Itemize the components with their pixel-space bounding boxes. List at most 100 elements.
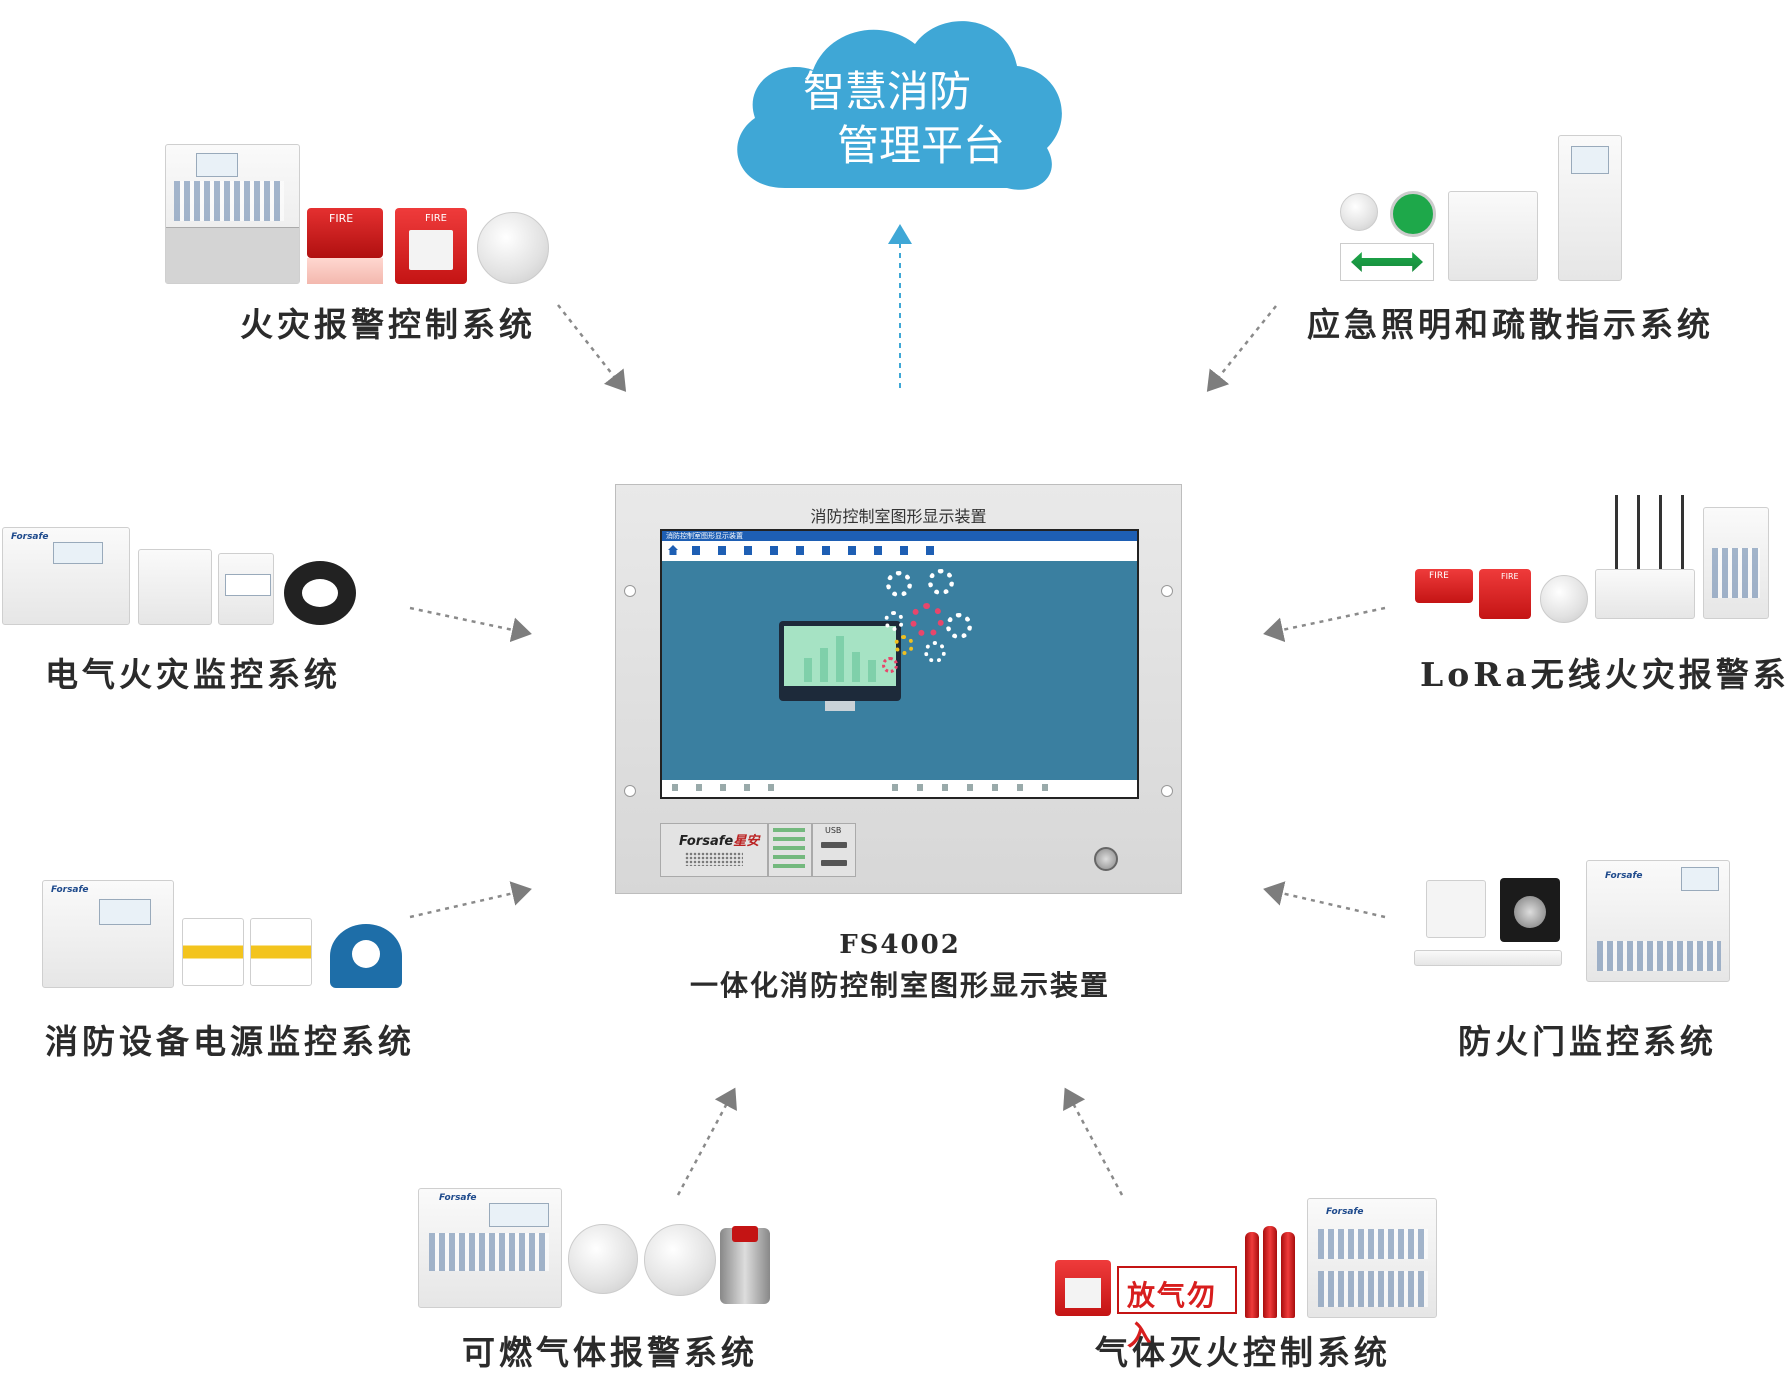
exit-arrow-icon <box>1351 252 1423 272</box>
usb-label: USB <box>825 826 842 835</box>
bar-mark <box>868 660 876 682</box>
monitor-cabinet: Forsafe <box>2 527 130 625</box>
gas-detector <box>568 1224 638 1294</box>
electromagnetic-holder <box>1500 878 1560 942</box>
usb-port[interactable] <box>821 860 847 866</box>
manual-call-point: FIRE <box>1479 569 1531 619</box>
power-module <box>182 918 244 986</box>
arrow-gas-extinguish <box>1063 1087 1124 1196</box>
key-switch[interactable] <box>1094 847 1118 871</box>
gas-extinguishing-controller: Forsafe <box>1307 1198 1437 1318</box>
usb-port[interactable] <box>821 842 847 848</box>
control-cabinet <box>165 144 300 284</box>
bar-mark <box>836 636 844 682</box>
fire-alarm-products: FIRE FIRE <box>165 140 550 285</box>
emergency-light <box>1340 193 1378 231</box>
fire-bell-base <box>307 258 383 284</box>
arrow-lora <box>1263 606 1386 643</box>
device-caption: 一体化消防控制室图形显示装置 <box>689 969 1110 1002</box>
distribution-box <box>1448 191 1538 281</box>
gas-alarm-controller: Forsafe <box>418 1188 562 1308</box>
door-sensor-bar <box>1414 950 1562 966</box>
gear-icon <box>928 569 954 595</box>
arrow-fire-alarm <box>557 304 627 392</box>
current-sensor <box>330 924 402 988</box>
app-title-bar: 消防控制室图形显示装置 <box>662 531 1137 541</box>
cloud-platform: 智慧消防 管理平台 <box>725 0 1070 200</box>
status-icons-right[interactable] <box>892 784 1062 791</box>
bar-mark <box>820 648 828 682</box>
gear-icon <box>884 611 904 631</box>
gear-icon <box>882 657 898 673</box>
app-toolbar <box>662 541 1137 561</box>
arrow-combustible-gas <box>676 1087 737 1196</box>
mount-hole-right-bottom <box>1161 785 1173 797</box>
lora-gateway <box>1595 569 1695 619</box>
antenna-icon <box>1615 495 1685 569</box>
combustible-gas-title: 可燃气体报警系统 <box>462 1333 758 1372</box>
manual-call-point: FIRE <box>395 208 467 284</box>
smoke-detector <box>1540 575 1588 623</box>
device-screen: 消防控制室图形显示装置 <box>660 529 1139 799</box>
home-icon[interactable] <box>668 545 678 555</box>
exit-sign <box>1340 243 1434 281</box>
mount-hole-left-top <box>624 585 636 597</box>
monitor-cabinet: Forsafe <box>42 880 174 988</box>
gas-cylinder <box>1281 1232 1295 1318</box>
fire-tag: FIRE <box>425 213 447 224</box>
indicator-panel <box>768 823 812 877</box>
speaker-panel: Forsafe星安 <box>660 823 768 877</box>
toolbar-icons[interactable] <box>692 546 942 555</box>
mount-hole-right-top <box>1161 585 1173 597</box>
gas-cylinder <box>1263 1226 1277 1318</box>
monitor-stand <box>825 701 855 711</box>
monitor-illustration <box>779 621 901 701</box>
fire-tag: FIRE <box>1501 572 1519 581</box>
panel-title: 消防控制室图形显示装置 <box>810 507 987 526</box>
cloud-line-2: 管理平台 <box>837 121 1006 170</box>
control-cabinet <box>1558 135 1622 281</box>
device-model: FS4002 <box>839 930 961 960</box>
power-module <box>250 918 312 986</box>
fire-tag: FIRE <box>1429 571 1449 581</box>
gear-icon <box>924 641 946 663</box>
bar-mark <box>852 652 860 682</box>
din-module <box>218 553 274 625</box>
power-monitor-title: 消防设备电源监控系统 <box>45 1022 415 1061</box>
power-monitor-products: Forsafe <box>42 880 407 990</box>
smoke-detector <box>477 212 549 284</box>
gas-extinguish-title: 气体灭火控制系统 <box>1095 1333 1391 1372</box>
monitor-module <box>138 549 212 625</box>
wireless-controller <box>1703 507 1769 619</box>
app-title: 消防控制室图形显示装置 <box>666 532 743 540</box>
call-point-window <box>409 230 453 270</box>
gas-valve <box>720 1226 770 1304</box>
warning-sign: 放气勿入 <box>1117 1266 1237 1352</box>
emergency-lighting-title: 应急照明和疏散指示系统 <box>1307 305 1714 344</box>
combustible-gas-products: Forsafe <box>418 1188 773 1310</box>
emergency-lighting-products <box>1340 135 1630 285</box>
monitor-screen <box>784 626 896 686</box>
cloud-line-1: 智慧消防 <box>803 67 972 116</box>
fire-bell: FIRE <box>307 208 383 258</box>
emergency-stop-button <box>1055 1260 1111 1316</box>
gear-icon <box>886 571 912 597</box>
mount-hole-left-bottom <box>624 785 636 797</box>
bar-mark <box>804 658 812 682</box>
usb-panel: USB <box>812 823 856 877</box>
cloud-icon <box>737 21 1062 190</box>
fire-door-products: Forsafe <box>1410 860 1735 985</box>
center-display-device: 消防控制室图形显示装置 消防控制室图形显示装置 <box>615 484 1182 894</box>
speaker-grille <box>685 852 743 866</box>
fire-bell: FIRE <box>1415 569 1473 603</box>
brand-cn: 星安 <box>733 834 760 849</box>
arrow-power-monitor <box>409 881 532 919</box>
current-transformer <box>284 561 356 625</box>
fire-door-controller: Forsafe <box>1586 860 1730 982</box>
arrow-emergency-lighting <box>1206 305 1277 392</box>
exit-sign-round <box>1390 191 1436 237</box>
status-icons[interactable] <box>672 784 792 791</box>
fire-tag: FIRE <box>329 212 354 225</box>
gear-icon <box>894 635 914 655</box>
